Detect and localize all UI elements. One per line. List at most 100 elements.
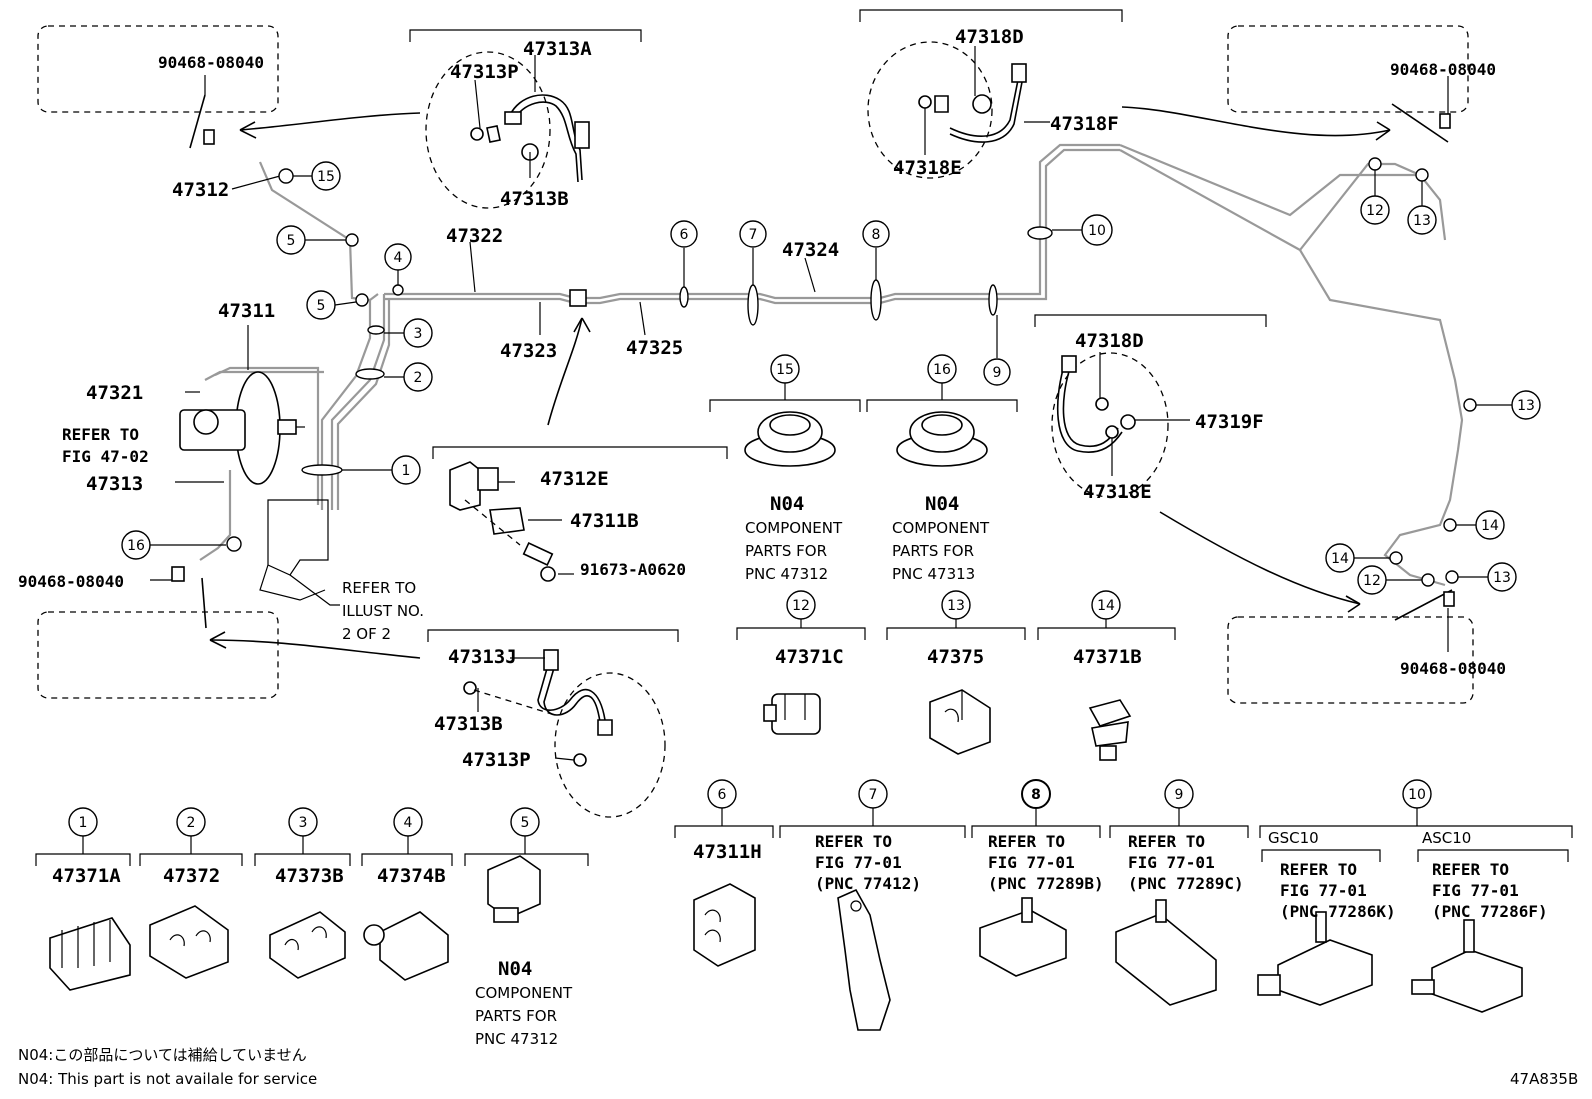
- svg-text:(PNC 77286F): (PNC 77286F): [1432, 902, 1548, 921]
- callout-7: 7: [739, 220, 767, 285]
- callout-12-top: 12: [1360, 170, 1390, 225]
- svg-text:12: 12: [1366, 203, 1384, 219]
- label-47322: 47322: [446, 225, 503, 247]
- clamp-77412: [837, 888, 891, 1031]
- figure-code: 47A835B: [1510, 1070, 1578, 1088]
- label-47313b-bottom: 47313B: [434, 713, 503, 735]
- svg-text:47371C: 47371C: [775, 646, 844, 668]
- svg-text:REFER TO: REFER TO: [1432, 860, 1509, 879]
- svg-text:1: 1: [79, 815, 88, 831]
- svg-text:3: 3: [414, 326, 423, 342]
- callout-6: 6: [670, 220, 698, 287]
- clamp-77286f: [1411, 919, 1523, 1013]
- leader-lines: [150, 46, 1449, 761]
- svg-text:8: 8: [872, 227, 881, 243]
- grommet-15: [744, 411, 836, 467]
- svg-text:FIG 77-01: FIG 77-01: [1432, 881, 1519, 900]
- label-refer-illust-l3: 2 OF 2: [342, 625, 391, 643]
- callout-10-head: 10: [1402, 779, 1432, 826]
- callout-9-head: 9: [1164, 779, 1194, 826]
- bottom-part-labels: 47371A 47372 47373B 47374B 47311H: [52, 841, 762, 887]
- svg-text:10: 10: [1088, 223, 1106, 239]
- svg-text:15: 15: [776, 362, 794, 378]
- clamp-n04-5: [487, 855, 541, 923]
- n04-block-16: N04 COMPONENT PARTS FOR PNC 47313: [892, 493, 990, 583]
- part-labels: 90468-08040 90468-08040 90468-08040 9046…: [18, 26, 1506, 771]
- callout-5-head: 5: [510, 807, 540, 854]
- svg-text:8: 8: [1031, 787, 1041, 803]
- svg-text:(PNC 77289B): (PNC 77289B): [988, 874, 1104, 893]
- svg-text:FIG 77-01: FIG 77-01: [1128, 853, 1215, 872]
- flow-arrows: [209, 106, 1391, 659]
- svg-text:12: 12: [792, 598, 810, 614]
- callout-8: 8: [862, 220, 890, 280]
- svg-text:5: 5: [287, 233, 296, 249]
- detail-box-bottom-right: [1227, 616, 1474, 704]
- svg-text:14: 14: [1097, 598, 1115, 614]
- label-90468-tl: 90468-08040: [158, 53, 264, 72]
- label-47324: 47324: [782, 239, 839, 261]
- svg-text:PARTS FOR: PARTS FOR: [892, 542, 974, 560]
- label-47321: 47321: [86, 382, 143, 404]
- svg-text:47374B: 47374B: [377, 865, 446, 887]
- callout-12-head: 12: [786, 590, 816, 628]
- grommet-16: [896, 411, 988, 467]
- svg-text:N04: N04: [498, 958, 532, 980]
- label-47318d-top: 47318D: [955, 26, 1024, 48]
- callout-9: 9: [983, 315, 1011, 386]
- connectors-corner: [171, 94, 1455, 629]
- svg-text:47375: 47375: [927, 646, 984, 668]
- label-47323: 47323: [500, 340, 557, 362]
- svg-text:GSC10: GSC10: [1268, 829, 1319, 847]
- label-refer-illust-l2: ILLUST NO.: [342, 602, 424, 620]
- svg-text:6: 6: [718, 787, 727, 803]
- svg-text:16: 16: [933, 362, 951, 378]
- svg-text:PARTS FOR: PARTS FOR: [475, 1007, 557, 1025]
- svg-text:13: 13: [1493, 570, 1511, 586]
- clamp-47371c: [763, 693, 821, 735]
- refer-block-9: REFER TO FIG 77-01 (PNC 77289C): [1128, 832, 1244, 893]
- callout-13-head: 13: [941, 590, 971, 628]
- svg-text:FIG 77-01: FIG 77-01: [815, 853, 902, 872]
- refer-block-gsc10: GSC10 REFER TO FIG 77-01 (PNC 77286K): [1268, 829, 1396, 921]
- svg-text:PNC 47312: PNC 47312: [475, 1030, 558, 1048]
- svg-text:(PNC 77412): (PNC 77412): [815, 874, 921, 893]
- svg-text:COMPONENT: COMPONENT: [745, 519, 843, 537]
- callout-4: 4: [384, 243, 412, 285]
- callout-14-right: 14: [1456, 510, 1505, 540]
- callout-15-top: 15: [293, 161, 341, 191]
- svg-text:(PNC 77289C): (PNC 77289C): [1128, 874, 1244, 893]
- svg-text:7: 7: [869, 787, 878, 803]
- callout-1-head: 1: [68, 807, 98, 854]
- label-47325: 47325: [626, 337, 683, 359]
- label-47312: 47312: [172, 179, 229, 201]
- label-refer-fig-l2: FIG 47-02: [62, 447, 149, 466]
- clamp-77289b: [979, 897, 1067, 977]
- svg-text:REFER TO: REFER TO: [1280, 860, 1357, 879]
- n04-block-15: N04 COMPONENT PARTS FOR PNC 47312: [745, 493, 843, 583]
- hose-detail-bottom: [463, 649, 666, 818]
- svg-text:N04: N04: [770, 493, 804, 515]
- callout-14-head: 14: [1091, 590, 1121, 628]
- callout-3: 3: [384, 318, 433, 348]
- svg-text:3: 3: [299, 815, 308, 831]
- svg-text:COMPONENT: COMPONENT: [892, 519, 990, 537]
- hose-detail-top: [425, 51, 590, 209]
- svg-text:9: 9: [993, 365, 1002, 381]
- svg-text:ASC10: ASC10: [1422, 829, 1471, 847]
- refer-block-7: REFER TO FIG 77-01 (PNC 77412): [815, 832, 921, 893]
- svg-text:N04: N04: [925, 493, 959, 515]
- svg-text:REFER TO: REFER TO: [1128, 832, 1205, 851]
- clamp-47371b: [1088, 699, 1132, 761]
- n04-block-5: N04 COMPONENT PARTS FOR PNC 47312: [475, 958, 573, 1048]
- label-47311: 47311: [218, 300, 275, 322]
- svg-text:COMPONENT: COMPONENT: [475, 984, 573, 1002]
- callout-5-b: 5: [306, 290, 357, 320]
- svg-text:13: 13: [947, 598, 965, 614]
- svg-text:12: 12: [1363, 573, 1381, 589]
- clamp-77289c: [1115, 899, 1217, 1006]
- svg-text:1: 1: [402, 463, 411, 479]
- callout-16-head: 16: [927, 354, 957, 400]
- callout-13-top: 13: [1407, 181, 1437, 235]
- svg-text:47373B: 47373B: [275, 865, 344, 887]
